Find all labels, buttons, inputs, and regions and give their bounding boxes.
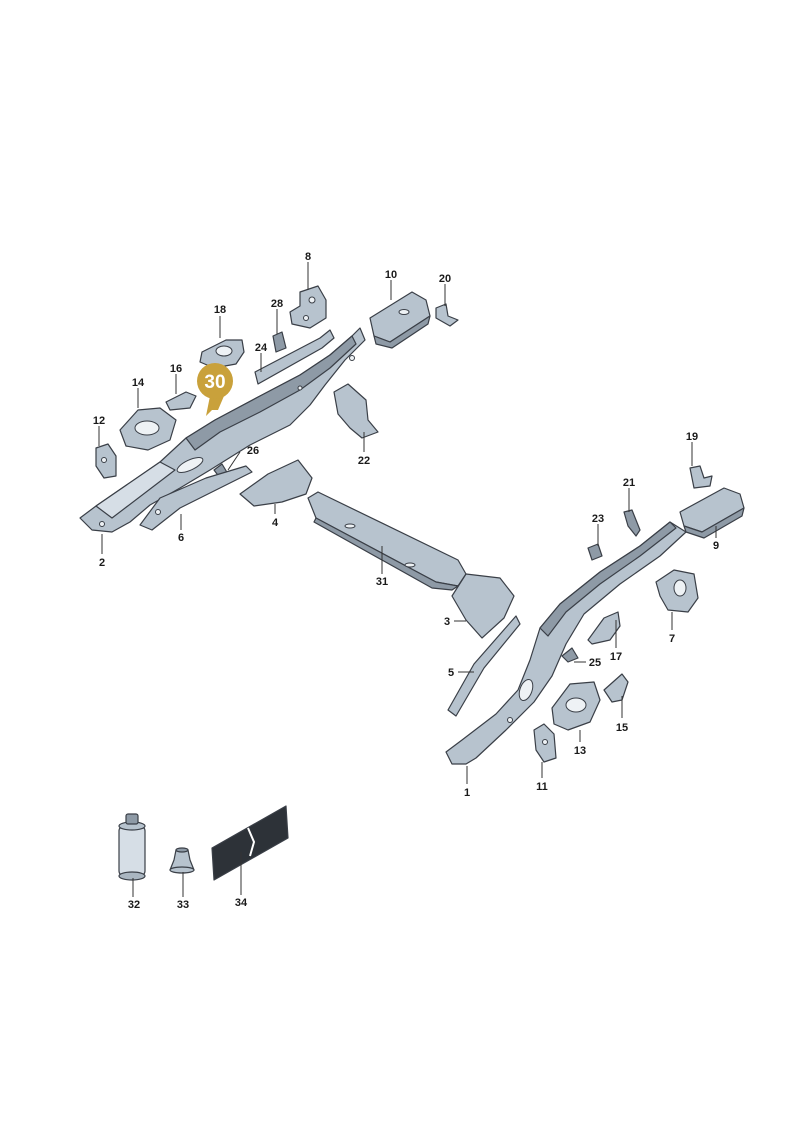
callout-34: 34 (235, 897, 248, 909)
part-31-center-tunnel-member[interactable] (307, 491, 467, 591)
part-7-bracket[interactable] (655, 569, 699, 613)
part-33-grommet[interactable] (169, 847, 195, 874)
callout-25: 25 (589, 657, 601, 669)
callout-13: 13 (574, 745, 586, 757)
part-8-bracket[interactable] (289, 285, 327, 329)
callout-16: 16 (170, 363, 182, 375)
part-14-mounting-plate[interactable] (119, 407, 177, 451)
callout-8: 8 (305, 251, 311, 263)
part-32-cavity-wax-can[interactable] (118, 813, 146, 881)
callout-18: 18 (214, 304, 226, 316)
part-23-clip[interactable] (587, 543, 603, 561)
callout-7: 7 (669, 633, 675, 645)
callout-12: 12 (93, 415, 105, 427)
callout-19: 19 (686, 431, 698, 443)
part-12-bracket[interactable] (95, 443, 117, 479)
part-21-clip[interactable] (623, 509, 641, 537)
callout-31: 31 (376, 576, 388, 588)
part-25-clip[interactable] (561, 647, 579, 663)
part-19-bracket[interactable] (689, 465, 713, 489)
leader-lines (98, 262, 717, 897)
callout-3: 3 (444, 616, 450, 628)
callout-26: 26 (247, 445, 259, 457)
callout-1: 1 (464, 787, 470, 799)
callout-20: 20 (439, 273, 451, 285)
callout-33: 33 (177, 899, 189, 911)
part-34-insulation-mat[interactable] (211, 805, 289, 881)
part-24-reinforcement-strip[interactable] (254, 329, 335, 385)
highlight-callout-30[interactable]: 30 (197, 363, 233, 416)
callout-32: 32 (128, 899, 140, 911)
highlight-pointer (206, 396, 224, 416)
callout-labels: 1 2 3 4 5 6 7 8 9 10 11 12 13 14 15 16 1… (93, 251, 719, 911)
part-5-strip[interactable] (447, 615, 521, 717)
part-17-cone-bracket[interactable] (587, 611, 621, 645)
callout-11: 11 (536, 781, 548, 793)
callout-9: 9 (713, 540, 719, 552)
part-15-bracket[interactable] (603, 673, 629, 703)
part-13-mounting-plate[interactable] (551, 681, 601, 731)
part-16-small-bracket[interactable] (165, 391, 197, 411)
callout-14: 14 (132, 377, 145, 389)
callout-22: 22 (358, 455, 370, 467)
part-22-bracket[interactable] (333, 383, 379, 439)
part-3-rear-member[interactable] (451, 573, 515, 639)
highlight-badge (197, 363, 233, 399)
highlight-label: 30 (204, 372, 225, 393)
part-10-cross-member[interactable] (369, 291, 431, 349)
callout-21: 21 (623, 477, 635, 489)
callout-6: 6 (178, 532, 184, 544)
part-1-longitudinal-member[interactable] (445, 521, 687, 765)
part-9-rear-cross-member[interactable] (679, 487, 745, 539)
callout-4: 4 (272, 517, 279, 529)
callout-10: 10 (385, 269, 397, 281)
part-11-bracket[interactable] (533, 723, 557, 763)
callout-24: 24 (255, 342, 268, 354)
callout-15: 15 (616, 722, 628, 734)
part-18-bracket[interactable] (199, 339, 245, 369)
part-2-front-longitudinal-member[interactable] (79, 327, 366, 533)
callout-17: 17 (610, 651, 622, 663)
part-4-wheelhouse-member[interactable] (239, 459, 313, 507)
callout-2: 2 (99, 557, 105, 569)
callout-23: 23 (592, 513, 604, 525)
callout-28: 28 (271, 298, 283, 310)
callout-5: 5 (448, 667, 454, 679)
part-6-rear-bracket[interactable] (139, 465, 253, 531)
part-20-angle-bracket[interactable] (435, 303, 459, 327)
part-28-clip[interactable] (272, 331, 287, 353)
